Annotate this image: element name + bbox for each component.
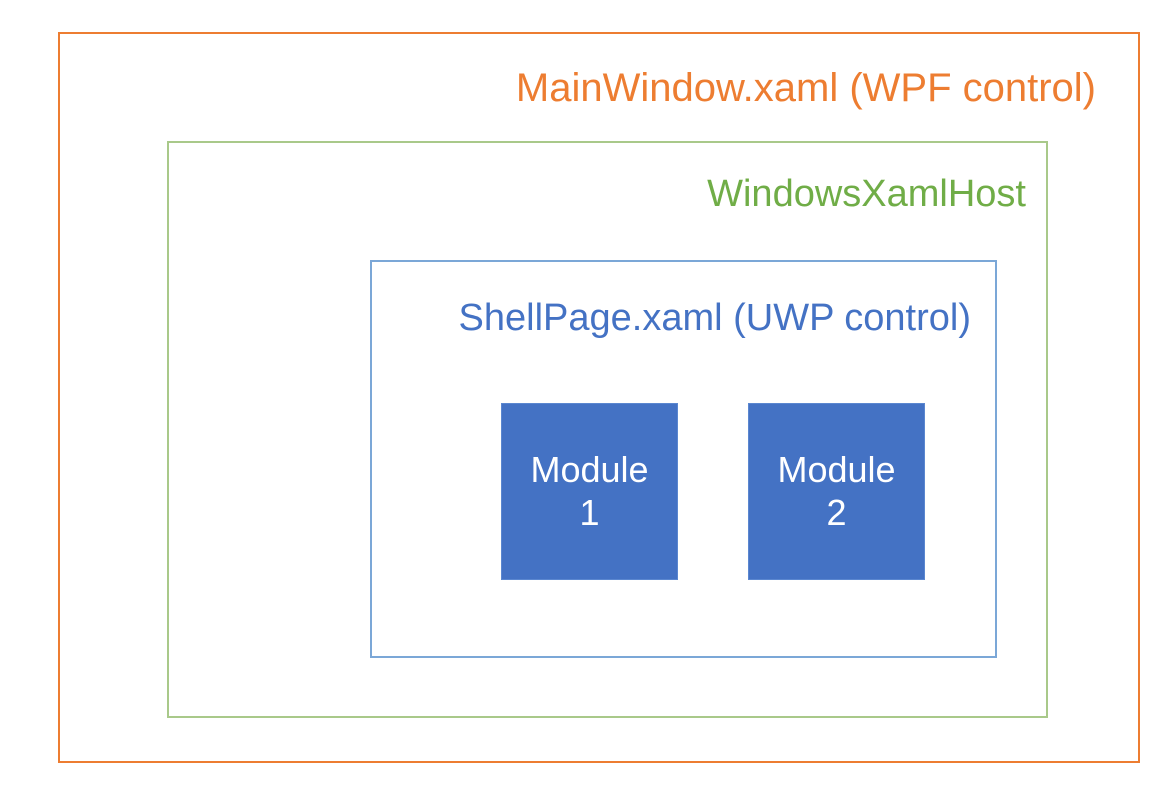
module-1-label-line2: 1 [579,491,600,533]
layer-box-uwp-shellpage [370,260,997,658]
module-box-2: Module 2 [748,403,925,580]
module-box-1: Module 1 [501,403,678,580]
layer-box-wpf-mainwindow [58,32,1140,763]
layer-label-wpf-mainwindow: MainWindow.xaml (WPF control) [515,66,1096,110]
layer-box-windows-xaml-host [167,141,1048,718]
module-2-label-line1: Module [777,449,896,491]
layer-label-windows-xaml-host: WindowsXamlHost [707,173,1026,215]
module-1-label-line1: Module [530,449,649,491]
layer-label-uwp-shellpage: ShellPage.xaml (UWP control) [458,297,971,339]
module-2-label-line2: 2 [826,491,847,533]
